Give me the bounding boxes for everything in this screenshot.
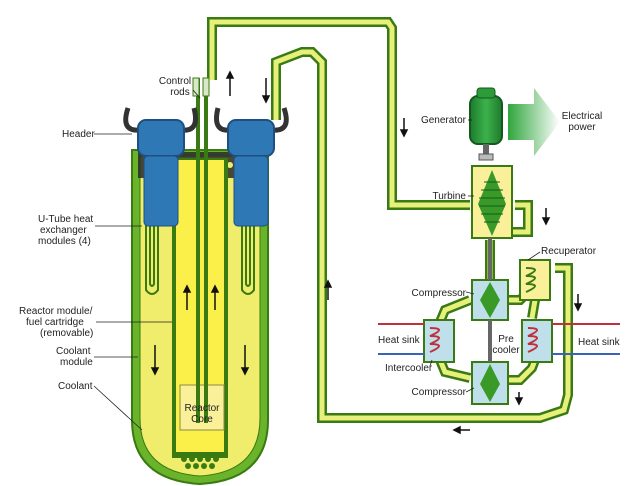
label-heat-sink-right: Heat sink <box>578 337 621 348</box>
label-compressor-top: Compressor <box>412 288 467 299</box>
header-left <box>123 107 198 227</box>
pre-cooler <box>521 319 553 363</box>
label-coolant-module-1: Coolant <box>56 346 91 357</box>
label-heat-sink-left: Heat sink <box>378 335 421 346</box>
label-coolant: Coolant <box>58 381 93 392</box>
label-compressor-bottom: Compressor <box>412 387 467 398</box>
coolant-loop-pipes <box>207 17 573 423</box>
label-pre-cooler-2: cooler <box>492 345 520 356</box>
label-header: Header <box>62 129 95 140</box>
label-reactor-module-3: (removable) <box>40 328 93 339</box>
recuperator <box>519 259 551 301</box>
generator <box>469 87 503 161</box>
turbine <box>471 165 513 239</box>
label-turbine: Turbine <box>432 191 466 202</box>
label-control-rods-2: rods <box>170 87 189 98</box>
labels: Control rods Header U-Tube heat exchange… <box>19 76 621 425</box>
u-tube-heat-exchangers <box>145 185 255 295</box>
label-reactor-module-2: fuel cartridge <box>26 317 84 328</box>
header-right <box>214 107 289 227</box>
electrical-power-arrow <box>508 88 560 156</box>
shaft <box>488 238 492 362</box>
reactor-module <box>172 77 228 469</box>
label-recuperator: Recuperator <box>541 246 597 257</box>
label-utube-2: exchanger <box>40 225 87 236</box>
compressor-top <box>471 279 509 321</box>
flow-arrows <box>150 70 583 435</box>
label-generator: Generator <box>421 115 467 126</box>
label-electrical-power-1: Electrical <box>562 111 603 122</box>
label-utube-3: modules (4) <box>38 236 91 247</box>
label-reactor-core-1: Reactor <box>184 403 220 414</box>
heat-sink-lines <box>378 323 620 355</box>
compressor-bottom <box>471 361 509 405</box>
label-coolant-module-2: module <box>60 357 93 368</box>
label-electrical-power-2: power <box>568 122 596 133</box>
intercooler <box>423 319 455 363</box>
label-intercooler: Intercooler <box>385 363 433 374</box>
label-reactor-module-1: Reactor module/ <box>19 306 93 317</box>
label-utube-1: U-Tube heat <box>38 214 93 225</box>
leader-lines <box>93 89 541 431</box>
label-control-rods-1: Control <box>159 76 191 87</box>
label-reactor-core-2: Core <box>191 414 213 425</box>
label-pre-cooler-1: Pre <box>498 334 514 345</box>
